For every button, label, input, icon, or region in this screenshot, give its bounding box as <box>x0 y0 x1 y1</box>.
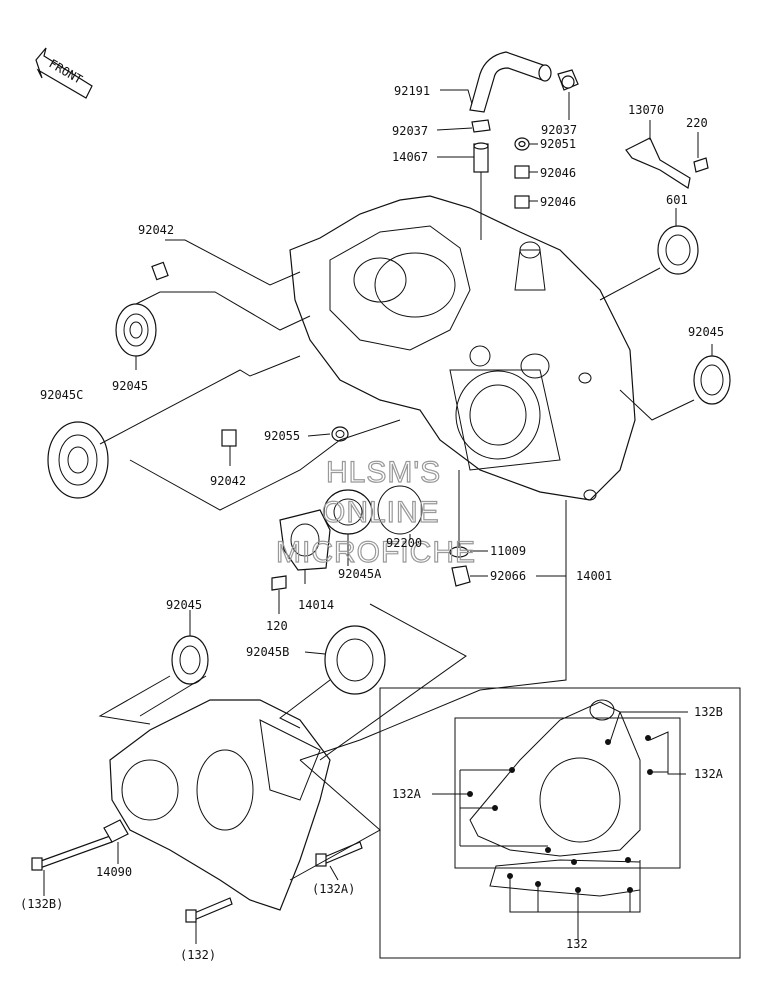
right-crankcase <box>289 195 636 501</box>
callout-14001: 14001 <box>576 569 612 583</box>
bearing-92045C <box>47 421 109 499</box>
callout-132: 132 <box>566 937 588 951</box>
callout-601: 601 <box>666 193 688 207</box>
callout-132A-paren: (132A) <box>312 882 355 896</box>
callout-92045B: 92045B <box>246 645 289 659</box>
leader-lines <box>43 89 713 944</box>
callout-92045A: 92045A <box>338 567 382 581</box>
front-arrow-icon: FRONT <box>35 47 93 99</box>
bearing-92045-left <box>115 303 157 357</box>
callout-92045-lower: 92045 <box>166 598 202 612</box>
callout-92045-left: 92045 <box>112 379 148 393</box>
watermark: HLSM'S ONLINE MICROFICHE <box>275 455 476 569</box>
watermark-line-2: ONLINE <box>322 496 440 529</box>
callout-220: 220 <box>686 116 708 130</box>
cover-14014 <box>271 509 331 591</box>
callout-11009: 11009 <box>490 544 526 558</box>
callout-132A-left: 132A <box>392 787 422 801</box>
callout-132-paren: (132) <box>180 948 216 962</box>
callout-92055: 92055 <box>264 429 300 443</box>
plug-92066 <box>451 565 471 587</box>
callout-14090: 14090 <box>96 865 132 879</box>
callout-92042-mid: 92042 <box>210 474 246 488</box>
breather-hose <box>469 51 579 173</box>
callout-13070: 13070 <box>628 103 664 117</box>
needle-bearings <box>514 137 530 209</box>
callout-14014: 14014 <box>298 598 334 612</box>
washer-11009 <box>449 546 469 558</box>
callout-92037-left: 92037 <box>392 124 428 138</box>
watermark-line-1: HLSM'S <box>326 456 441 489</box>
callout-92045C: 92045C <box>40 388 83 402</box>
dowel-92042-top <box>151 261 169 281</box>
bolt-pattern-inset <box>379 687 741 959</box>
callout-92042-top: 92042 <box>138 223 174 237</box>
seal-92055 <box>331 426 349 442</box>
callout-92046-bottom: 92046 <box>540 195 576 209</box>
callout-132B: 132B <box>694 705 723 719</box>
callout-92037-right: 92037 <box>541 123 577 137</box>
bearing-92045-lower <box>171 635 209 685</box>
callout-92200: 92200 <box>386 536 422 550</box>
callout-92046-top: 92046 <box>540 166 576 180</box>
bearing-92045-right <box>693 355 731 405</box>
bolt-132 <box>185 897 233 923</box>
part-14090 <box>103 819 129 843</box>
callout-92191: 92191 <box>394 84 430 98</box>
callout-92066: 92066 <box>490 569 526 583</box>
callout-14067: 14067 <box>392 150 428 164</box>
callout-labels: 92191 92037 92037 14067 92051 92046 9204… <box>20 84 724 962</box>
dowel-92042-mid <box>221 429 237 447</box>
callout-132B-paren: (132B) <box>20 897 63 911</box>
watermark-line-3: MICROFICHE <box>276 536 476 569</box>
bearing-601 <box>657 225 699 275</box>
callout-92051: 92051 <box>540 137 576 151</box>
callout-92045-right: 92045 <box>688 325 724 339</box>
left-crankcase <box>109 699 331 911</box>
callout-132A-right: 132A <box>694 767 724 781</box>
bearing-92045B <box>324 625 386 695</box>
bracket-13070 <box>625 137 709 189</box>
bolt-132A <box>315 841 363 867</box>
oring-92200 <box>377 485 423 535</box>
callout-120: 120 <box>266 619 288 633</box>
